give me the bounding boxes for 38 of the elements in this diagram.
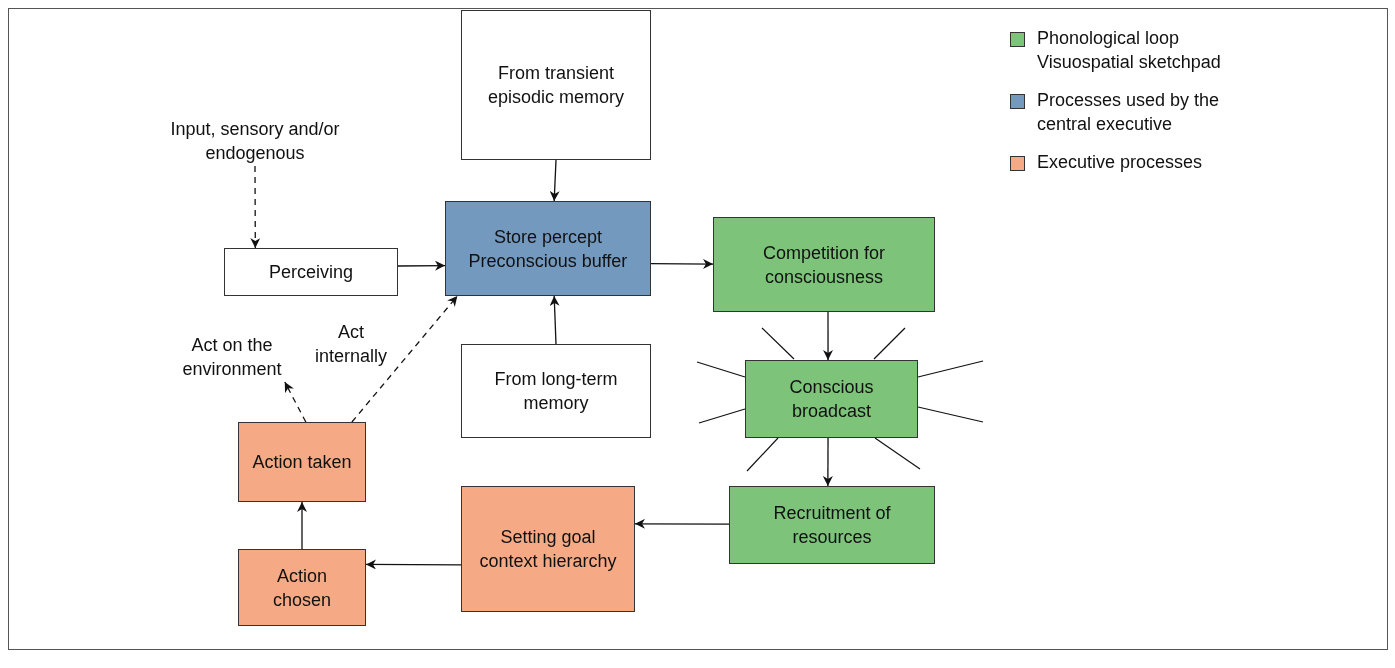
legend-text: Processes used by the central executive: [1037, 89, 1221, 136]
process-box: [713, 217, 935, 312]
dashed-arrow: [351, 295, 458, 423]
box-label: Action taken: [252, 451, 352, 474]
arrow: [549, 159, 560, 202]
box-label: Perceiving: [268, 261, 353, 284]
box-label: Recruitment of resources: [772, 502, 892, 549]
box-label: From long-term memory: [493, 368, 619, 415]
box-label: Conscious broadcast: [788, 376, 875, 423]
dashed-arrow: [250, 165, 261, 249]
process-box: [445, 201, 651, 296]
dashed-arrow: [284, 381, 307, 423]
process-box: [461, 344, 651, 438]
process-box: [745, 360, 918, 438]
box-label: Competition for consciousness: [761, 241, 887, 289]
process-box: [238, 549, 366, 626]
arrow: [650, 258, 714, 269]
arrow: [365, 559, 462, 570]
process-box: [729, 486, 935, 564]
box-heading: Store percept: [493, 225, 603, 249]
arrow: [297, 501, 307, 550]
process-box: [461, 486, 635, 612]
box-body: Preconscious buffer: [468, 249, 628, 273]
box-label: From transient episodic memory: [486, 62, 625, 109]
annotation-text: Act on the environment: [166, 332, 298, 382]
legend-text: Executive processes: [1037, 151, 1204, 174]
annotation-text: Input, sensory and/or endogenous: [140, 116, 370, 166]
process-box: [461, 10, 651, 160]
arrow: [549, 295, 560, 345]
legend-text: Phonological loop Visuospatial sketchpad: [1037, 27, 1222, 74]
arrow: [823, 311, 834, 361]
box-label: Action chosen: [271, 564, 332, 612]
box-label: Setting goal context hierarchy: [478, 526, 618, 573]
arrow: [397, 260, 446, 271]
process-box: [238, 422, 366, 502]
arrow: [634, 518, 730, 529]
arrow: [822, 437, 833, 487]
process-box: [224, 248, 398, 296]
